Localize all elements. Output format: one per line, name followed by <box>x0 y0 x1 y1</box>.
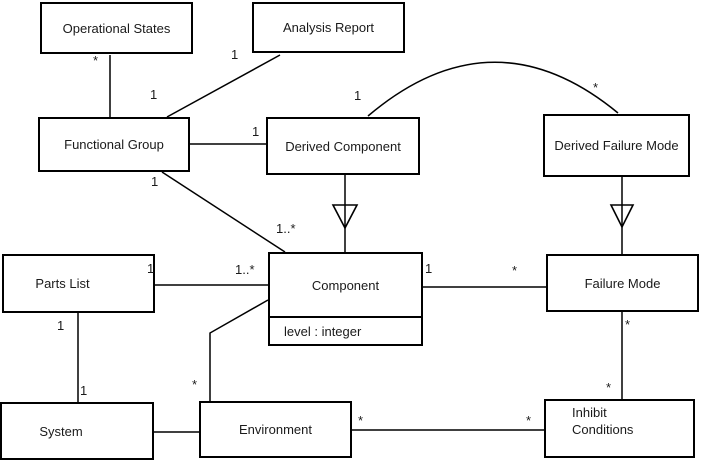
class-name-label: Component <box>311 277 380 293</box>
class-name-label-line1: Inhibit <box>572 405 607 420</box>
class-name-label: Parts List <box>35 276 90 291</box>
class-derived-failure-mode: Derived Failure Mode <box>543 114 690 177</box>
association-component-environment <box>209 299 269 401</box>
association-functional-group-analysis-report <box>166 54 281 118</box>
class-name-label: Derived Failure Mode <box>554 138 679 153</box>
class-environment: Environment <box>199 401 352 458</box>
class-component-attribute-compartment: level : integer <box>268 316 423 346</box>
multiplicity-component-end-parts-list: 1..* <box>235 262 255 277</box>
multiplicity-functional-group-end-analysis: 1 <box>150 87 158 102</box>
multiplicity-system-end-parts-list: 1 <box>80 383 88 398</box>
class-attribute-label: level : integer <box>284 323 362 339</box>
multiplicity-failure-mode-end-component: * <box>512 263 518 278</box>
multiplicity-parts-list-end-component: 1 <box>147 261 155 276</box>
generalization-arrow-derived-failure-mode-failure-mode <box>609 204 635 229</box>
multiplicity-operational-states-end: * <box>93 53 99 68</box>
class-name-label: Operational States <box>62 20 171 36</box>
generalization-arrow-derived-component-component <box>331 204 359 230</box>
class-inhibit-conditions: Inhibit Conditions <box>544 399 695 458</box>
class-operational-states: Operational States <box>40 2 193 54</box>
multiplicity-functional-group-end-component: 1 <box>151 174 159 189</box>
association-derived-component-derived-failure-mode <box>367 61 619 117</box>
multiplicity-derived-failure-mode-end-curve: * <box>593 80 599 95</box>
multiplicity-inhibit-end-environment: * <box>526 413 532 428</box>
multiplicity-component-end-failure-mode: 1 <box>425 261 433 276</box>
class-system: System <box>0 402 154 460</box>
multiplicity-parts-list-end-system: 1 <box>57 318 65 333</box>
multiplicity-environment-end-inhibit: * <box>358 413 364 428</box>
class-failure-mode: Failure Mode <box>546 254 699 312</box>
class-functional-group: Functional Group <box>38 117 190 172</box>
multiplicity-failure-mode-end-inhibit: * <box>625 317 631 332</box>
class-name-label: Functional Group <box>64 137 164 152</box>
class-name-label: Failure Mode <box>584 275 661 291</box>
multiplicity-derived-component-end-fg: 1 <box>252 124 260 139</box>
class-name-label: Environment <box>239 422 312 437</box>
class-derived-component: Derived Component <box>266 117 420 175</box>
class-name-label: Derived Component <box>285 138 401 154</box>
class-component-name-compartment: Component <box>268 252 423 318</box>
multiplicity-analysis-report-end: 1 <box>231 47 239 62</box>
class-analysis-report: Analysis Report <box>252 2 405 53</box>
class-name-label: Analysis Report <box>282 20 375 35</box>
multiplicity-environment-end-component: * <box>192 377 198 392</box>
class-name-label-line2: Conditions <box>572 422 634 437</box>
multiplicity-derived-component-end-curve: 1 <box>354 88 362 103</box>
multiplicity-inhibit-end-failure-mode: * <box>606 380 612 395</box>
association-functional-group-component <box>161 171 286 253</box>
class-parts-list: Parts List <box>2 254 155 313</box>
class-name-label: System <box>39 423 83 439</box>
multiplicity-component-end-fg: 1..* <box>276 221 296 236</box>
